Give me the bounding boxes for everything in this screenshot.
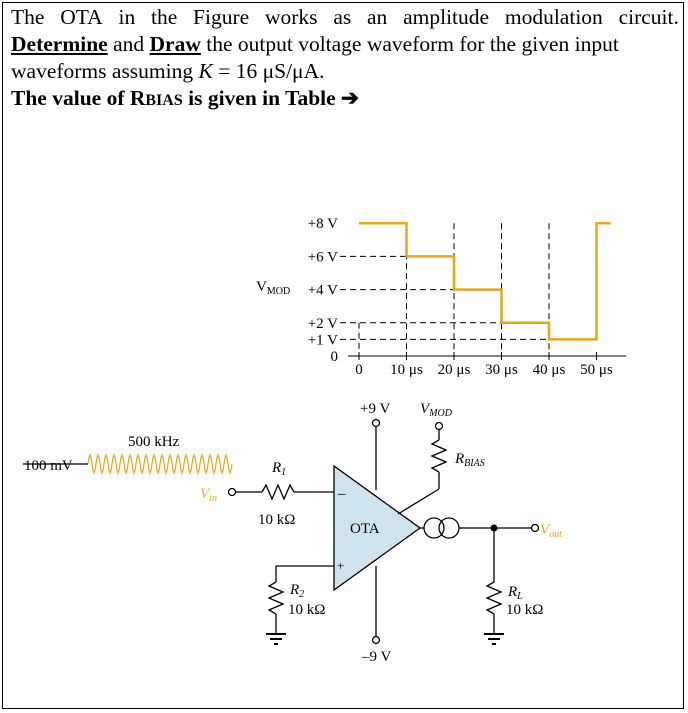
- line4-prefix: The value of R: [11, 86, 146, 110]
- r2-label: R2: [289, 582, 304, 600]
- x-tick-label: 50 μs: [580, 362, 613, 378]
- word: the: [150, 5, 178, 29]
- word: works: [264, 5, 318, 29]
- word: modulation: [504, 5, 603, 29]
- line3-prefix: waveforms assuming: [11, 59, 199, 83]
- y-tick-label: +4 V: [308, 283, 338, 299]
- ota-label: OTA: [350, 521, 380, 537]
- word: as: [333, 5, 352, 29]
- vpos-label: +9 V: [360, 401, 390, 417]
- r1-label: R1: [271, 460, 286, 478]
- vmod-series-line: [359, 221, 611, 341]
- ota-triangle: [333, 464, 422, 592]
- line2-rest: the output voltage waveform for the give…: [206, 32, 619, 56]
- problem-line-3: waveforms assuming K = 16 μS/μA.: [11, 58, 679, 85]
- vpos-terminal: [371, 418, 381, 428]
- circuit-labels: 500 kHz 100 mV Vin R1 10 kΩ R2 10 kΩ +9 …: [24, 401, 562, 665]
- vout-label: Vout: [540, 522, 562, 540]
- x-tick-label: 40 μs: [533, 362, 566, 378]
- line3-suffix: = 16 μS/μA.: [212, 59, 325, 83]
- determine-word: Determine: [11, 32, 108, 56]
- ota-minus-label: –: [337, 486, 346, 502]
- carrier-waveform: [87, 453, 233, 475]
- word: Figure: [193, 5, 250, 29]
- problem-line-1: The OTA in the Figure works as an amplit…: [11, 4, 679, 31]
- vmod-terminal: [434, 421, 444, 431]
- x-tick-label: 30 μs: [485, 362, 518, 378]
- problem-line-4: The value of RBIAS is given in Table ➔: [11, 85, 679, 114]
- x-tick-labels: 0 10 μs 20 μs 30 μs 40 μs 50 μs: [355, 352, 613, 378]
- vin-terminal: [227, 487, 237, 497]
- y-tick-labels: +8 V +6 V +4 V +2 V+1 V0: [308, 216, 338, 365]
- x-tick-label: 10 μs: [390, 362, 423, 378]
- vin-label: Vin: [200, 486, 217, 504]
- rbias-label: RBIAS: [454, 451, 485, 469]
- vout-terminal: [530, 523, 540, 533]
- rbias-resistor-symbol: [430, 439, 448, 473]
- output-current-source-right: [438, 517, 460, 539]
- vneg-terminal: [371, 635, 381, 645]
- rl-label: RL: [507, 584, 523, 602]
- y-tick-label: +8 V: [308, 216, 338, 232]
- carrier-frequency-label: 500 kHz: [128, 434, 180, 450]
- word: circuit.: [618, 5, 679, 29]
- word: The: [11, 5, 45, 29]
- y-tick-label: +6 V: [308, 249, 338, 265]
- output-current-source-left: [423, 517, 445, 539]
- line4-sub: BIAS: [145, 92, 183, 109]
- word: amplitude: [403, 5, 490, 29]
- r2-resistor-symbol: [267, 581, 285, 615]
- rl-resistor-symbol: [485, 581, 503, 615]
- word: an: [367, 5, 388, 29]
- wire-bias-input: [397, 488, 440, 515]
- k-symbol: K: [198, 59, 213, 83]
- draw-word: Draw: [149, 32, 201, 56]
- word: OTA: [60, 5, 103, 29]
- r2-value: 10 kΩ: [288, 602, 325, 618]
- circuit: [23, 418, 540, 645]
- vmod-axis-label: VMOD: [256, 279, 290, 297]
- x-tick-label: 20 μs: [438, 362, 471, 378]
- y-tick-label: +2 V: [308, 316, 338, 332]
- problem-statement: The OTA in the Figure works as an amplit…: [11, 4, 679, 114]
- word: in: [118, 5, 136, 29]
- vmod-label: VMOD: [420, 401, 453, 419]
- y-tick-label: 0: [331, 349, 339, 365]
- rl-value: 10 kΩ: [506, 602, 543, 618]
- ota-plus-label: +: [337, 558, 344, 573]
- x-tick-label: 0: [355, 362, 363, 378]
- and-word: and: [113, 32, 145, 56]
- line4-suffix: is given in Table ➔: [182, 86, 360, 110]
- r1-value: 10 kΩ: [258, 512, 295, 528]
- vneg-label: –9 V: [361, 649, 391, 665]
- y-tick-label: +1 V: [308, 332, 338, 348]
- carrier-amplitude-label: 100 mV: [24, 458, 73, 474]
- r1-resistor-symbol: [261, 483, 295, 501]
- problem-line-2: Determine and Draw the output voltage wa…: [11, 31, 679, 58]
